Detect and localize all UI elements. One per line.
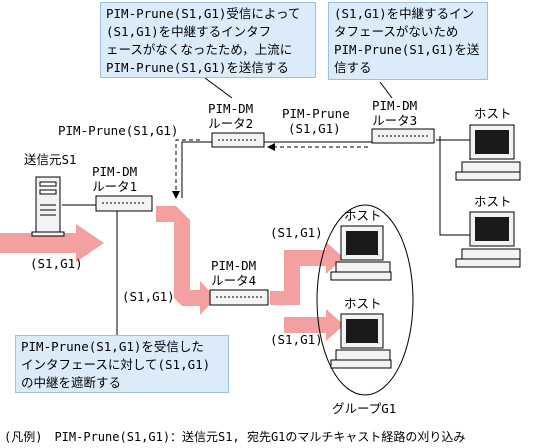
flow-arrow-to-host-lower: [270, 292, 344, 341]
note-top-left: PIM-Prune(S1,G1)受信によって (S1,G1)を中継するインタフ …: [100, 2, 316, 78]
flow-arrow-r1-r4: [156, 206, 216, 315]
host-label-group-upper: ホスト: [344, 208, 382, 223]
host-label-r3-upper: ホスト: [474, 106, 512, 121]
host-icon-group-upper: [330, 225, 392, 281]
flow-label-host-lower: (S1,G1): [270, 332, 323, 347]
group-label: グループG1: [332, 401, 397, 416]
prune-arrows: [172, 139, 368, 199]
router4-icon: [209, 289, 269, 306]
host-label-group-lower: ホスト: [344, 296, 382, 311]
router1-icon: [95, 195, 153, 212]
note-bottom-left: PIM-Prune(S1,G1)を受信した インタフェースに対して(S1,G1)…: [15, 335, 229, 393]
host-icon-r3-lower: [455, 211, 521, 268]
flow-arrow-incoming: [0, 224, 104, 262]
flow-label-incoming: (S1,G1): [30, 256, 83, 271]
legend-text: (凡例) PIM-Prune(S1,G1)：送信元S1, 宛先G1のマルチキャス…: [4, 430, 466, 444]
link-r3-host2-bus: [439, 136, 470, 236]
flow-label-r1-r4: (S1,G1): [122, 289, 175, 304]
link-r1-r2-upper: [181, 141, 212, 198]
prune-arrow-r2-r1: [172, 139, 200, 199]
prune-label-r3-r2-line2: (S1,G1): [288, 121, 341, 136]
source-label: 送信元S1: [24, 152, 77, 167]
prune-label-r2-r1: PIM-Prune(S1,G1): [58, 123, 179, 138]
multicast-flow: [0, 206, 344, 341]
router3-label: PIM-DM ルータ3: [372, 98, 418, 128]
callout-line-top-right: [379, 81, 393, 99]
router3-icon: [371, 128, 435, 144]
router1-label: PIM-DM ルータ1: [92, 164, 138, 194]
host-label-r3-lower: ホスト: [474, 194, 512, 209]
host-icon-group-lower: [330, 313, 392, 369]
callout-line-top-left: [204, 77, 233, 99]
note-top-right: (S1,G1)を中継するイン タフェースがないため PIM-Prune(S1,G…: [328, 2, 488, 80]
link-r3-host1: [436, 139, 471, 160]
flow-arrow-to-host-upper: [270, 242, 344, 305]
prune-label-r3-r2-line1: PIM-Prune: [282, 106, 350, 121]
router2-label: PIM-DM ルータ2: [208, 101, 254, 131]
source-server-icon: [31, 176, 65, 237]
flow-label-host-upper: (S1,G1): [270, 225, 323, 240]
host-icon-r3-upper: [455, 124, 521, 181]
router2-icon: [211, 132, 265, 148]
group-g1-ellipse: [316, 204, 414, 396]
router4-label: PIM-DM ルータ4: [211, 258, 257, 288]
